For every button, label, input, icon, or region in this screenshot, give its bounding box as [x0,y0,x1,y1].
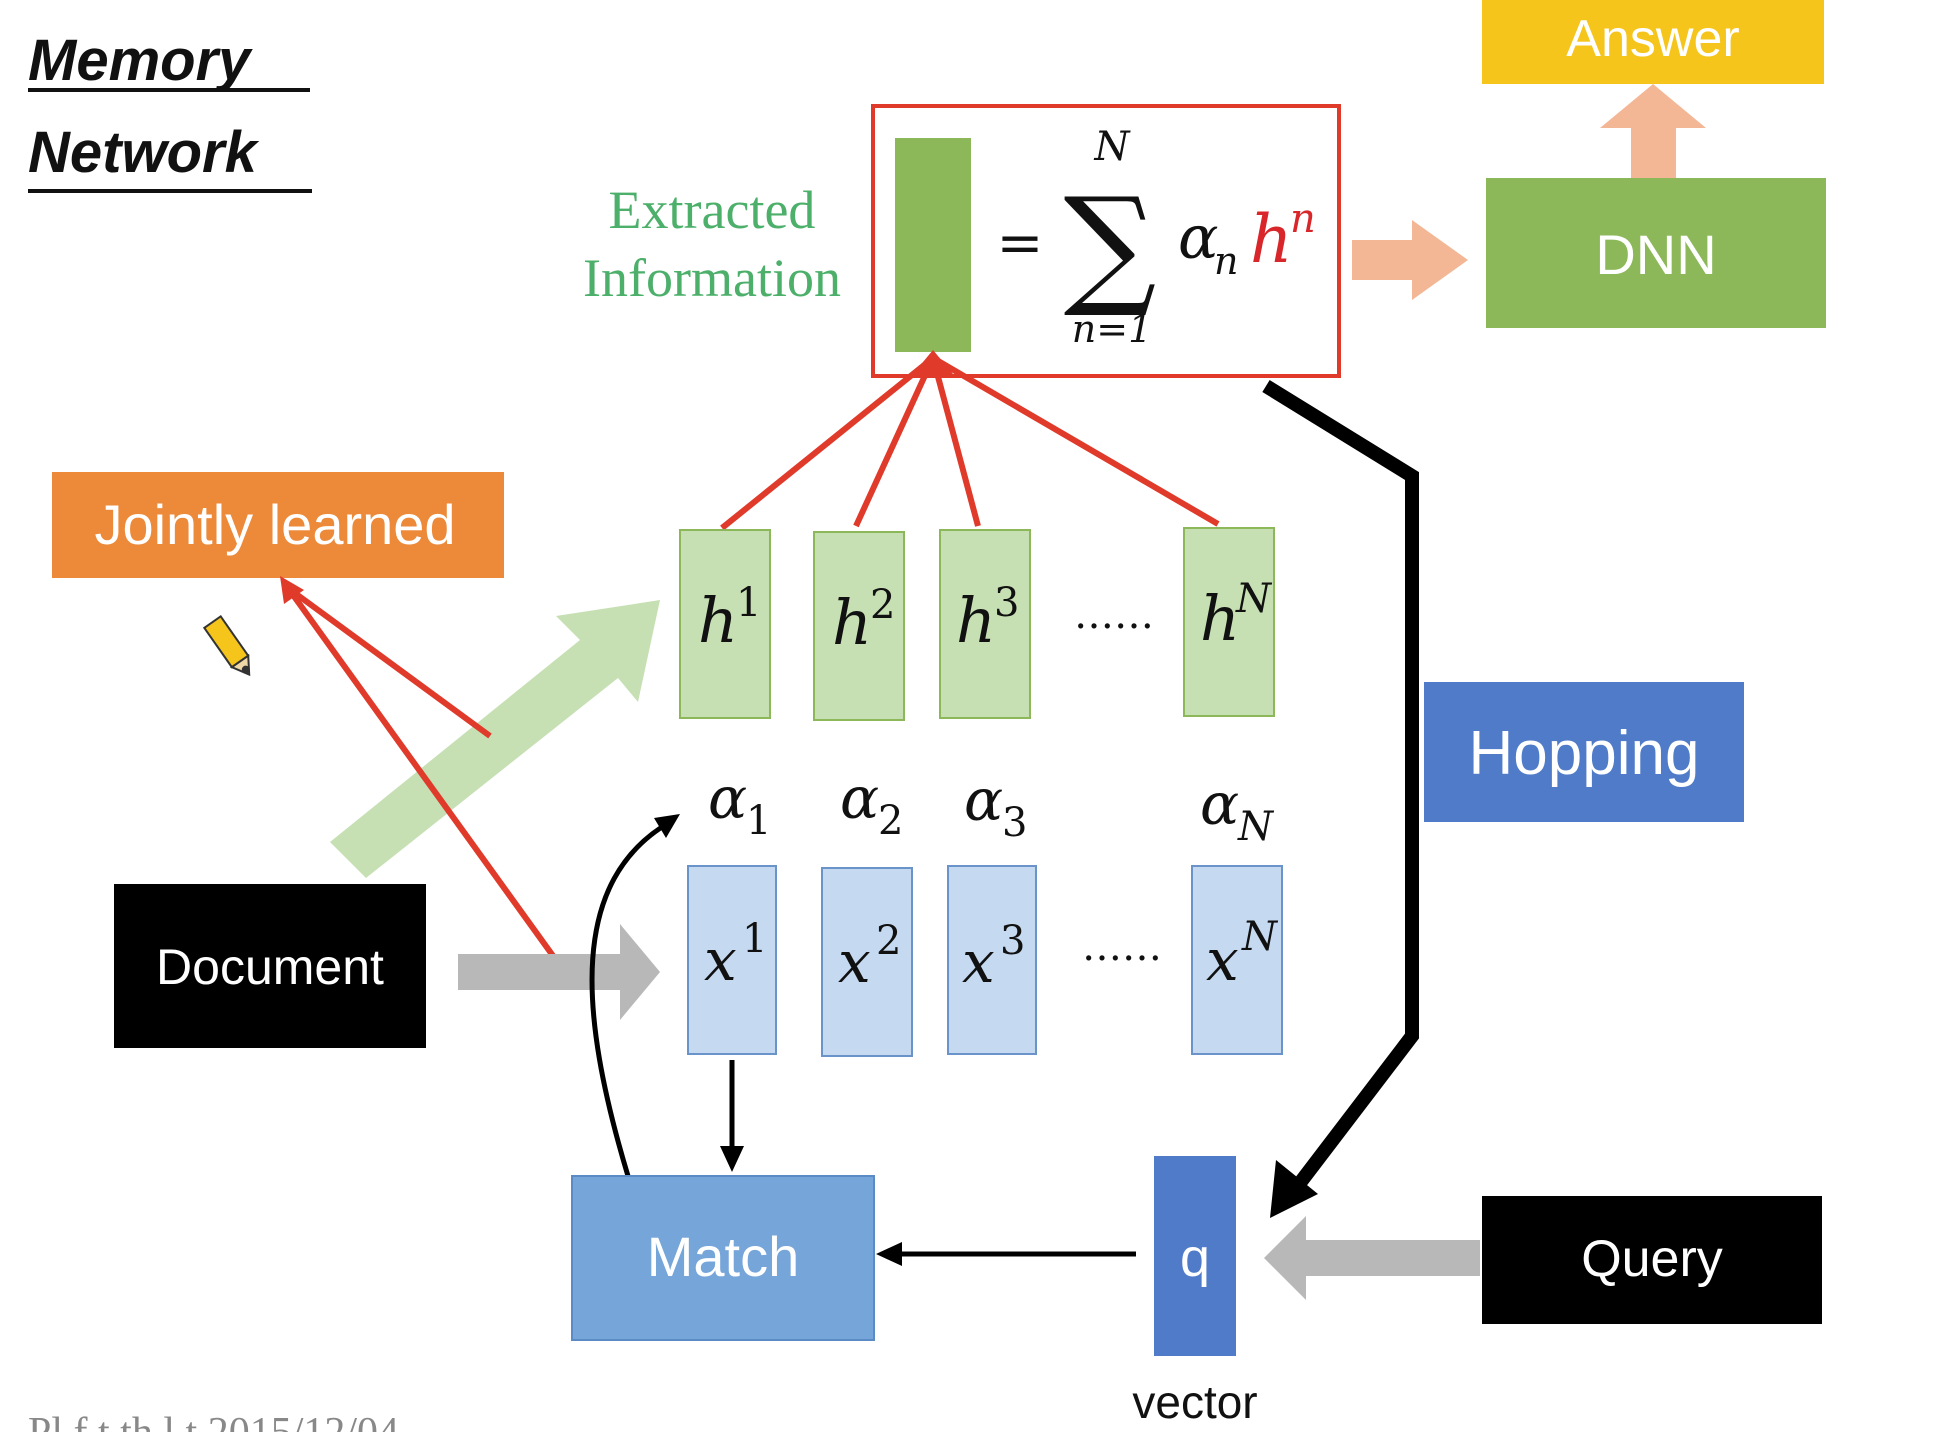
match-label: Match [647,1225,800,1288]
alphaN-base: α [1200,770,1239,838]
answer-label: Answer [1566,10,1739,68]
document-to-x-arrow [458,924,660,1020]
match-to-alpha-arrowhead [654,814,680,838]
h3-base: h [956,584,996,657]
document-box [114,884,426,1048]
weighted-sum-lines [720,355,1220,531]
vector-caption: vector [1132,1376,1257,1428]
answer-box [1482,0,1824,84]
q-to-match-arrowhead [876,1242,902,1266]
hopping-label: Hopping [1469,719,1700,788]
x-to-match-arrowhead [720,1146,744,1172]
pencil-cursor-icon [202,615,251,677]
formula-sigma: ∑ [1064,169,1157,321]
weighted-sum-arrowhead [913,350,953,374]
xN-base: x [1206,926,1239,994]
dnn-label: DNN [1595,223,1716,286]
h2-base: h [832,586,872,659]
query-label: Query [1581,1230,1723,1288]
x2-base: x [838,928,871,996]
formula-equals: = [997,211,1044,276]
jointly-learned-label: Jointly learned [94,493,455,556]
hopping-box [1424,682,1744,822]
alpha3-base: α [964,766,1003,834]
alpha2-sub: 2 [878,798,903,844]
slide-title: Memory Network [28,28,312,193]
x-cell [821,867,913,1057]
x2-sup: 2 [876,918,901,964]
query-vector-label: q [1180,1228,1210,1288]
x-cell [687,865,777,1055]
jointly-learned-lines [285,585,559,962]
x-ellipsis: …… [1082,924,1162,970]
extracted-label-2: Information [583,248,841,308]
h-cell [813,531,905,721]
x1-base: x [704,926,737,994]
line-to-x-encoder [285,586,559,962]
extracted-vector [895,138,971,352]
document-label: Document [156,939,384,995]
formula-upper: N [1094,124,1132,170]
dnn-box [1486,178,1826,328]
hN-sup: N [1235,576,1273,622]
match-box [571,1175,875,1341]
h1-base: h [698,584,738,657]
line-to-h-encoder [286,585,492,739]
extracted-label-1: Extracted [609,180,816,240]
line-hN [931,355,1220,527]
jointly-arrowhead [280,576,304,604]
alphaN-sub: N [1237,804,1275,850]
formula-alpha: α [1178,203,1219,273]
dnn-to-answer-arrow [1600,84,1706,178]
formula-to-dnn-arrow [1352,220,1468,300]
query-box [1482,1196,1822,1324]
line-h2 [853,356,936,528]
alpha3-sub: 3 [1002,800,1027,846]
query-vector-box [1154,1156,1236,1356]
hopping-arrowhead [1270,1160,1318,1218]
formula-h-sup: n [1290,196,1316,242]
h-ellipsis: …… [1074,592,1154,638]
h-cell [679,529,771,719]
query-to-q-arrow [1264,1216,1480,1300]
line-h3 [930,357,981,527]
h1-sup: 1 [736,580,761,626]
line-h1 [720,355,935,531]
x-cell [1191,865,1283,1055]
attention-weights: α 1 α 2 α 3 α N [708,764,1275,850]
formula-alpha-sub: n [1214,239,1238,283]
x1-sup: 1 [742,916,767,962]
h2-sup: 2 [870,582,895,628]
jointly-learned-box [52,472,504,578]
title-line-1: Memory [28,28,253,93]
h-cell [939,529,1031,719]
formula-lower: n=1 [1072,307,1153,351]
xN-sup: N [1241,914,1279,960]
alpha1-sub: 1 [746,798,771,844]
h-memory-row: h 1 h 2 h 3 h N …… [679,527,1275,721]
alpha1-base: α [708,764,747,832]
x-memory-row: x 1 x 2 x 3 x N …… [687,865,1283,1057]
x3-sup: 3 [1000,918,1025,964]
document-to-h-arrow [330,600,660,878]
footer-text: Pl f t th l t 2015/12/04 [28,1410,399,1432]
hopping-path [1262,380,1419,1201]
alpha2-base: α [840,764,879,832]
match-to-alpha-curve [589,819,672,1177]
formula-h: h [1250,201,1293,278]
h3-sup: 3 [994,580,1019,626]
x-cell [947,865,1037,1055]
title-line-2: Network [28,120,260,185]
hN-base: h [1200,582,1240,655]
x3-base: x [962,928,995,996]
h-cell [1183,527,1275,717]
